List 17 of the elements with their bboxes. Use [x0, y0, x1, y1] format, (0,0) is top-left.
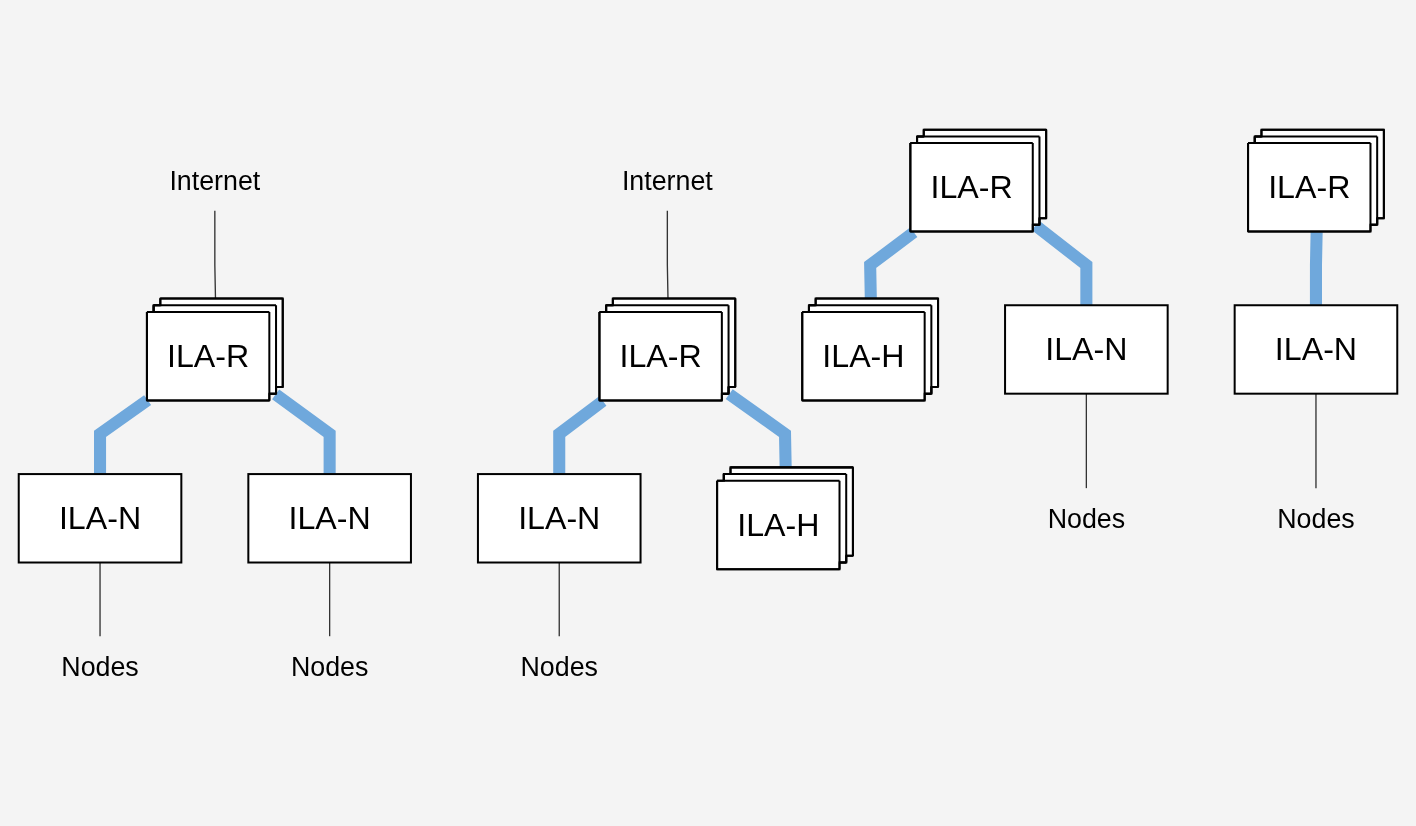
connector — [553, 396, 607, 474]
node-text: Nodes — [61, 651, 139, 681]
node-box: ILA-N — [1004, 304, 1169, 395]
node-text: Internet — [621, 165, 713, 196]
node-text: Nodes — [290, 651, 369, 681]
node-text: Nodes — [1047, 503, 1126, 533]
node-box: ILA-N — [1233, 304, 1399, 395]
connector — [1031, 220, 1093, 306]
node-box: ILA-N — [476, 472, 642, 564]
node-text: Nodes — [1277, 503, 1355, 533]
connector — [94, 395, 152, 474]
connector — [1309, 232, 1323, 306]
node-box: ILA-N — [17, 472, 183, 564]
node-text: Internet — [169, 165, 261, 196]
connector — [272, 389, 336, 474]
node-box: ILA-N — [247, 472, 412, 564]
node-text: Nodes — [520, 651, 598, 681]
